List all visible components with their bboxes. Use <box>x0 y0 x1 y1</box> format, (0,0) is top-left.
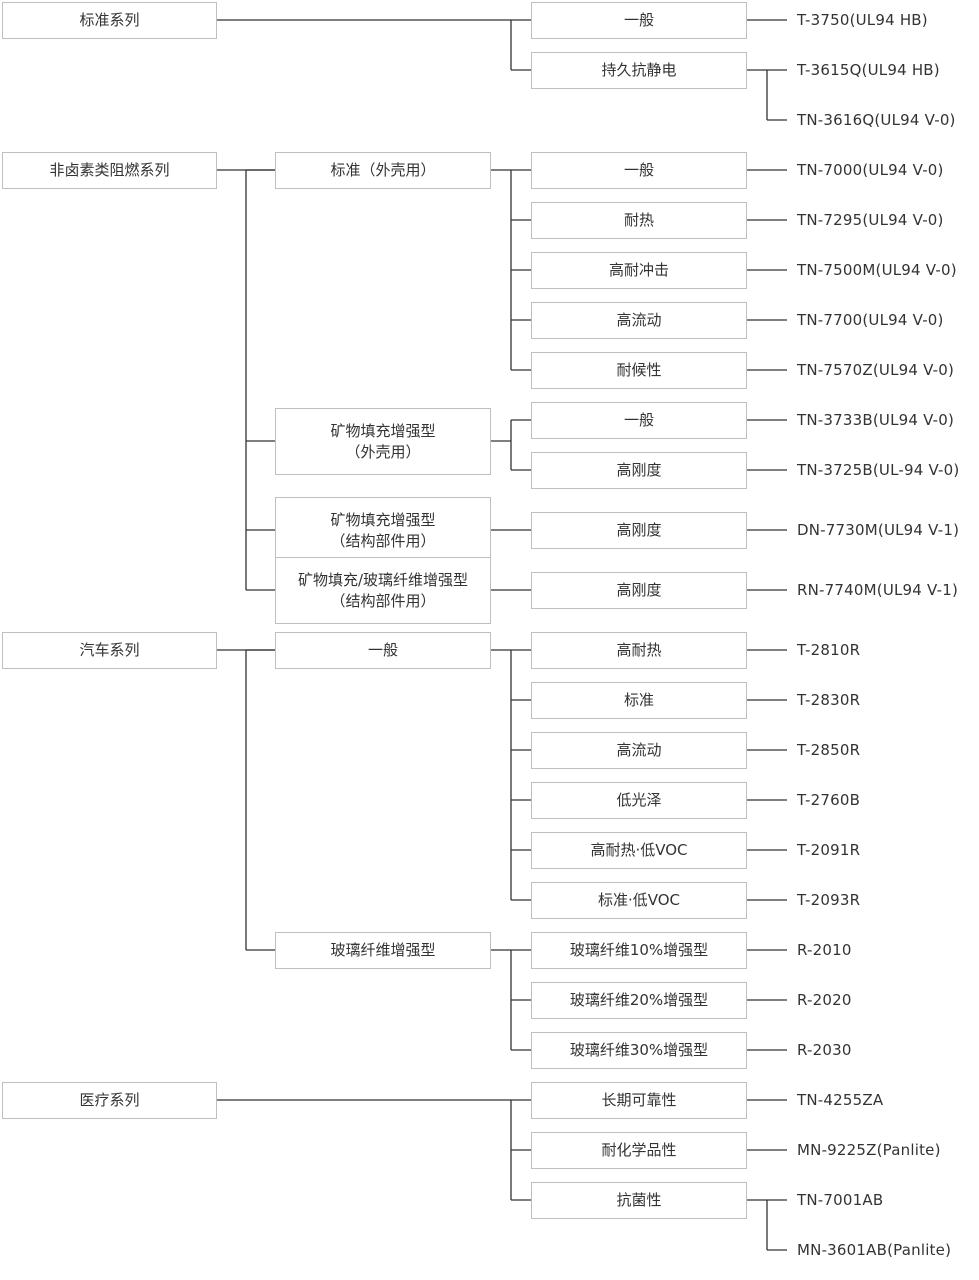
product-code: MN-9225Z(Panlite) <box>797 1141 941 1159</box>
feature-box: 耐热 <box>531 202 747 239</box>
feature-box: 一般 <box>531 2 747 39</box>
feature-box-label: 高刚度 <box>616 461 662 479</box>
feature-box-label: 耐热 <box>623 211 654 229</box>
feature-box: 玻璃纤维30%增强型 <box>531 1032 747 1069</box>
feature-box-label: 持久抗静电 <box>601 61 677 79</box>
product-code: TN-7295(UL94 V-0) <box>797 211 944 229</box>
product-code: R-2030 <box>797 1041 852 1059</box>
feature-box: 长期可靠性 <box>531 1082 747 1119</box>
feature-box-label: 玻璃纤维20%增强型 <box>569 991 709 1009</box>
product-code: T-2760B <box>797 791 861 809</box>
feature-box-label: 高耐冲击 <box>608 261 669 279</box>
category-box: 矿物填充/玻璃纤维增强型 （结构部件用） <box>275 557 491 624</box>
category-box: 标准（外壳用） <box>275 152 491 189</box>
category-box-label: 矿物填充/玻璃纤维增强型 <box>297 570 469 589</box>
category-box: 一般 <box>275 632 491 669</box>
feature-box-label: 玻璃纤维10%增强型 <box>569 941 709 959</box>
feature-box-label: 长期可靠性 <box>601 1091 677 1109</box>
product-code: T-3750(UL94 HB) <box>797 11 928 29</box>
feature-box-label: 高刚度 <box>616 581 662 599</box>
feature-box-label: 高流动 <box>616 741 662 759</box>
feature-box: 玻璃纤维10%增强型 <box>531 932 747 969</box>
category-box-label: 矿物填充增强型 <box>330 510 436 529</box>
product-code: T-2830R <box>797 691 861 709</box>
feature-box: 高耐热·低VOC <box>531 832 747 869</box>
feature-box-label: 一般 <box>623 11 654 29</box>
product-code: DN-7730M(UL94 V-1) <box>797 521 960 539</box>
category-box-label: （结构部件用） <box>330 591 436 610</box>
feature-box-label: 抗菌性 <box>616 1191 662 1209</box>
feature-box-label: 高耐热·低VOC <box>590 841 688 859</box>
feature-box: 标准·低VOC <box>531 882 747 919</box>
feature-box: 高流动 <box>531 732 747 769</box>
category-box-label: （结构部件用） <box>330 531 436 550</box>
feature-box-label: 高流动 <box>616 311 662 329</box>
category-box-label: 矿物填充增强型 <box>330 421 436 440</box>
feature-box-label: 标准·低VOC <box>597 891 681 909</box>
product-code: R-2010 <box>797 941 852 959</box>
product-code: TN-7700(UL94 V-0) <box>797 311 944 329</box>
feature-box: 高刚度 <box>531 572 747 609</box>
feature-box: 抗菌性 <box>531 1182 747 1219</box>
product-code: T-2810R <box>797 641 861 659</box>
product-code: MN-3601AB(Panlite) <box>797 1241 952 1259</box>
feature-box: 一般 <box>531 402 747 439</box>
product-code: T-2850R <box>797 741 861 759</box>
feature-box: 高刚度 <box>531 452 747 489</box>
feature-box: 持久抗静电 <box>531 52 747 89</box>
feature-box: 高耐冲击 <box>531 252 747 289</box>
feature-box: 低光泽 <box>531 782 747 819</box>
category-box: 玻璃纤维增强型 <box>275 932 491 969</box>
product-code: T-2093R <box>797 891 861 909</box>
product-code: R-2020 <box>797 991 852 1009</box>
series-box-label: 标准系列 <box>79 11 140 29</box>
feature-box-label: 一般 <box>623 411 654 429</box>
feature-box: 高流动 <box>531 302 747 339</box>
product-code: T-2091R <box>797 841 861 859</box>
series-box: 非卤素类阻燃系列 <box>2 152 217 189</box>
series-box: 医疗系列 <box>2 1082 217 1119</box>
series-box-label: 汽车系列 <box>79 641 140 659</box>
feature-box: 玻璃纤维20%增强型 <box>531 982 747 1019</box>
feature-box-label: 耐化学品性 <box>601 1141 677 1159</box>
category-box: 矿物填充增强型 （结构部件用） <box>275 497 491 564</box>
feature-box: 标准 <box>531 682 747 719</box>
category-box-label: 标准（外壳用） <box>330 161 436 179</box>
category-box-label: （外壳用） <box>345 442 421 461</box>
product-code: TN-7570Z(UL94 V-0) <box>797 361 955 379</box>
product-code: TN-7001AB <box>797 1191 884 1209</box>
product-code: TN-3616Q(UL94 V-0) <box>797 111 956 129</box>
category-box: 矿物填充增强型 （外壳用） <box>275 408 491 475</box>
product-code: RN-7740M(UL94 V-1) <box>797 581 959 599</box>
feature-box-label: 标准 <box>623 691 654 709</box>
feature-box: 耐候性 <box>531 352 747 389</box>
product-code: TN-7500M(UL94 V-0) <box>797 261 957 279</box>
series-box-label: 非卤素类阻燃系列 <box>49 161 170 179</box>
feature-box-label: 耐候性 <box>616 361 662 379</box>
feature-box-label: 低光泽 <box>616 791 662 809</box>
product-code: TN-3725B(UL-94 V-0) <box>797 461 960 479</box>
feature-box: 一般 <box>531 152 747 189</box>
product-code: TN-3733B(UL94 V-0) <box>797 411 955 429</box>
feature-box-label: 一般 <box>623 161 654 179</box>
series-box: 汽车系列 <box>2 632 217 669</box>
category-box-label: 一般 <box>367 641 398 659</box>
category-box-label: 玻璃纤维增强型 <box>330 941 436 959</box>
series-box: 标准系列 <box>2 2 217 39</box>
feature-box-label: 玻璃纤维30%增强型 <box>569 1041 709 1059</box>
product-code: TN-4255ZA <box>797 1091 884 1109</box>
feature-box: 高耐热 <box>531 632 747 669</box>
feature-box-label: 高耐热 <box>616 641 662 659</box>
feature-box: 高刚度 <box>531 512 747 549</box>
series-box-label: 医疗系列 <box>79 1091 140 1109</box>
product-code: TN-7000(UL94 V-0) <box>797 161 944 179</box>
product-code: T-3615Q(UL94 HB) <box>797 61 940 79</box>
feature-box: 耐化学品性 <box>531 1132 747 1169</box>
feature-box-label: 高刚度 <box>616 521 662 539</box>
